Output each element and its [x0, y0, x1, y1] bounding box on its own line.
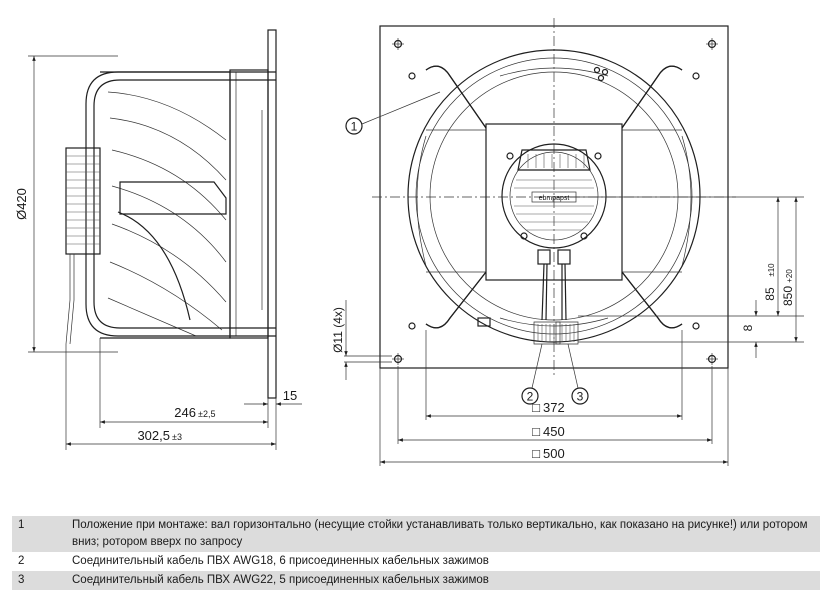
dim-square-symbol-500: □	[532, 446, 540, 461]
dim-plate-thickness: 15	[283, 388, 297, 403]
brand-mark: ebmpapst	[539, 195, 570, 202]
dim-depth-total: 302,5	[137, 428, 170, 443]
callout-1: 1	[351, 120, 358, 134]
dim-depth-inner-tol: ±2,5	[198, 409, 215, 419]
dim-diameter: Ø420	[14, 188, 29, 220]
support-struts	[416, 65, 692, 329]
dim-square-450: 450	[543, 424, 565, 439]
legend-text: Положение при монтаже: вал горизонтально…	[66, 516, 820, 552]
dim-holes: Ø11 (4x)	[331, 307, 345, 353]
dim-depth-total-tol: ±3	[172, 432, 182, 442]
dim-cable-offset-tol: ±10	[767, 263, 776, 277]
dim-cable-offset: 85	[763, 287, 777, 301]
callout-2: 2	[527, 390, 534, 404]
legend-table: 1 Положение при монтаже: вал горизонталь…	[12, 516, 820, 590]
callouts: 1 2 3	[345, 91, 589, 405]
legend-number: 3	[12, 571, 66, 590]
dim-square-500: 500	[543, 446, 565, 461]
legend-text: Соединительный кабель ПВХ AWG18, 6 присо…	[66, 552, 820, 571]
legend-number: 1	[12, 516, 66, 552]
callout-3: 3	[577, 390, 584, 404]
mounting-holes	[392, 38, 718, 365]
front-view: ebmpapst Ø11 (4x) □ 372	[331, 18, 804, 466]
dim-square-symbol-450: □	[532, 424, 540, 439]
dim-square-372: 372	[543, 400, 565, 415]
legend-row: 3 Соединительный кабель ПВХ AWG22, 5 при…	[12, 571, 820, 590]
technical-drawing: Ø420 246 ±2,5 302,5 ±3 15	[14, 18, 804, 466]
legend-row: 2 Соединительный кабель ПВХ AWG18, 6 при…	[12, 552, 820, 571]
legend-number: 2	[12, 552, 66, 571]
dim-depth-inner: 246	[174, 405, 196, 420]
dim-square-symbol-372: □	[532, 400, 540, 415]
motor-hub: ebmpapst	[501, 143, 607, 249]
legend-row: 1 Положение при монтаже: вал горизонталь…	[12, 516, 820, 552]
motor-cooling-fins	[66, 155, 100, 245]
legend-text: Соединительный кабель ПВХ AWG22, 5 присо…	[66, 571, 820, 590]
dim-cable-length-tol: +20	[785, 269, 794, 283]
side-view: Ø420 246 ±2,5 302,5 ±3 15	[14, 29, 302, 450]
dim-cable-strip: 8	[741, 324, 755, 331]
cable-glands	[477, 249, 579, 345]
dim-cable-length: 850	[781, 286, 795, 306]
